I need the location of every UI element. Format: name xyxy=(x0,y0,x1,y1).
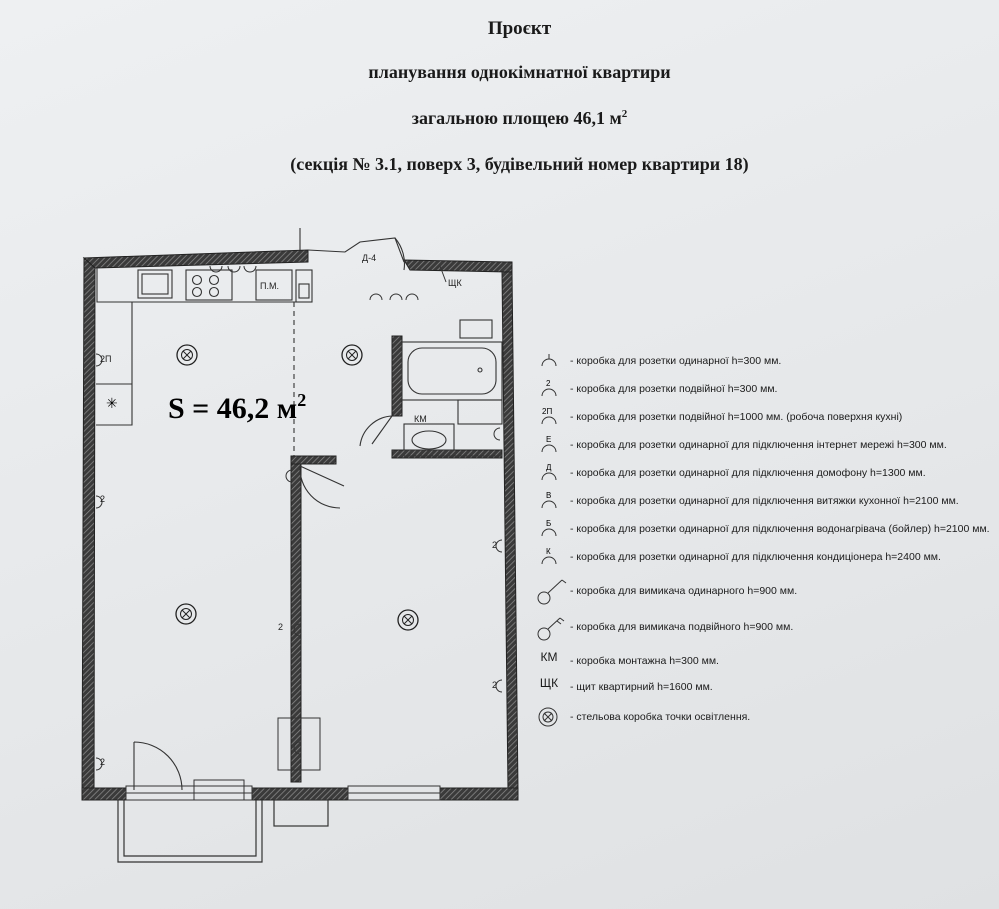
outlet-ac-icon: К xyxy=(528,546,570,568)
svg-text:К: К xyxy=(546,547,551,556)
kitchen-counter xyxy=(96,268,313,456)
outlet-double-icon: 2П xyxy=(528,406,570,428)
outlet-intercom-icon: Д xyxy=(528,462,570,484)
area-label: S = 46,2 м2 xyxy=(168,390,306,425)
outlet-single-icon xyxy=(528,350,570,372)
outlet-label: 2 xyxy=(100,757,105,767)
km-label: КМ xyxy=(414,414,427,424)
panel-label: ЩК xyxy=(448,278,462,288)
bathroom xyxy=(401,319,503,457)
legend-item: Д - коробка для розетки одинарної для пі… xyxy=(528,462,998,484)
legend-item: 2 - коробка для розетки подвійної h=300 … xyxy=(528,378,998,400)
svg-text:Е: Е xyxy=(546,435,551,444)
doors xyxy=(133,228,406,791)
outlet-label: 2 xyxy=(492,540,497,550)
svg-text:2: 2 xyxy=(546,379,551,388)
panel-icon: ЩК xyxy=(539,676,559,690)
pm-label: П.М. xyxy=(260,281,279,291)
windows xyxy=(125,779,441,801)
document-subtitle: планування однокімнатної квартири xyxy=(368,62,671,82)
outlets xyxy=(95,265,503,771)
legend-item: Е - коробка для розетки одинарної для пі… xyxy=(528,434,998,456)
legend-item: В - коробка для розетки одинарної для пі… xyxy=(528,490,998,512)
legend-item: КМ - коробка монтажна h=300 мм. xyxy=(528,650,998,672)
outlet-boiler-icon: Б xyxy=(528,518,570,540)
outlet-label: 2 xyxy=(278,622,283,632)
ceiling-light-icon xyxy=(528,706,570,728)
svg-text:В: В xyxy=(546,491,551,500)
legend-item: - коробка для вимикача одинарного h=900 … xyxy=(528,576,998,606)
legend-item: ЩК - щит квартирний h=1600 мм. xyxy=(528,676,998,698)
legend-item: - коробка для вимикача подвійного h=900 … xyxy=(528,612,998,642)
outlet-label: 2 xyxy=(492,680,497,690)
asterisk-icon: ✳ xyxy=(106,396,118,412)
km-icon: КМ xyxy=(540,650,558,664)
outlet-label: 2 xyxy=(100,494,105,504)
svg-text:2П: 2П xyxy=(542,407,552,416)
outlet-hood-icon: В xyxy=(528,490,570,512)
document-area-line: загальною площею 46,1 м2 xyxy=(411,108,628,128)
svg-text:Б: Б xyxy=(546,519,551,528)
legend-item: - стельова коробка точки освітлення. xyxy=(528,706,998,728)
legend-item: - коробка для розетки одинарної h=300 мм… xyxy=(528,350,998,372)
switch-single-icon xyxy=(528,576,570,606)
outlet-internet-icon: Е xyxy=(528,434,570,456)
svg-text:S = 46,2 м2: S = 46,2 м2 xyxy=(168,390,306,425)
door-label: Д-4 xyxy=(362,253,376,263)
exterior-walls xyxy=(81,249,519,801)
document-title: Проєкт xyxy=(487,18,552,39)
document-section-line: (секція № 3.1, поверх 3, будівельний ном… xyxy=(290,154,749,174)
switch-double-icon xyxy=(528,612,570,642)
legend-item: К - коробка для розетки одинарної для пі… xyxy=(528,546,998,568)
balcony xyxy=(117,799,329,863)
outlet-label: 2П xyxy=(100,354,111,364)
legend-item: 2П - коробка для розетки подвійної h=100… xyxy=(528,406,998,428)
legend-item: Б - коробка для розетки одинарної для пі… xyxy=(528,518,998,540)
svg-text:Д: Д xyxy=(546,463,552,472)
outlet-double-icon: 2 xyxy=(528,378,570,400)
